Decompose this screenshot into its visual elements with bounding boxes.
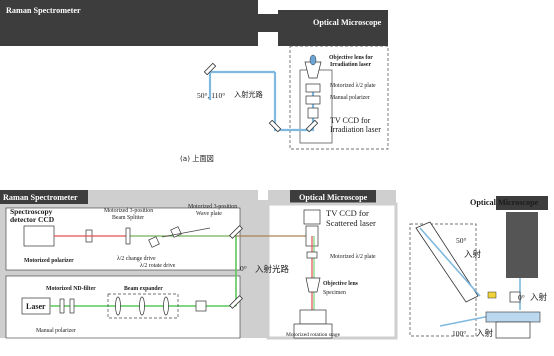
top-angles-label: 50°, 110° <box>197 91 225 100</box>
bottom-nd-filter-label: Motorized ND-filter <box>46 286 96 292</box>
top-objective-label-2: Irradiation laser <box>330 62 371 68</box>
bottom-specimen-label: Specimen <box>323 290 346 296</box>
side-stage <box>486 312 540 322</box>
side-incident-2: 入射 <box>530 292 548 303</box>
bottom-microscope-title: Optical Microscope <box>299 193 368 202</box>
bottom-motorized-polarizer-label: Motorized polarizer <box>24 258 74 264</box>
bottom-spectrometer-title: Raman Spectrometer <box>3 193 78 202</box>
bottom-ccd-label-1: TV CCD for <box>326 208 369 218</box>
bottom-waveplate-label-2: Wave plate <box>196 211 222 217</box>
bottom-incident-label: 入射光路 <box>255 264 290 275</box>
top-halfwave-label: Motorized λ/2 plate <box>330 83 376 89</box>
top-objective-tip <box>310 55 316 65</box>
bottom-polarizer-part <box>70 299 74 313</box>
bottom-objective-label: Objective lens <box>323 281 359 287</box>
top-optical-microscope-box <box>278 10 388 46</box>
bottom-ccd-label-2: Scattered laser <box>326 218 376 228</box>
top-halfwave-plate <box>306 84 320 92</box>
bottom-change-drive-label: λ/2 change drive <box>117 256 156 262</box>
side-stage-base <box>496 322 530 338</box>
bottom-laser-label: Laser <box>26 302 46 311</box>
top-spectrometer-title: Raman Spectrometer <box>6 6 81 15</box>
bottom-pinhole <box>196 301 206 311</box>
bottom-expander-lens-2 <box>140 297 145 315</box>
bottom-manual-polarizer-label: Manual polarizer <box>36 328 76 334</box>
bottom-expander-lens-3 <box>164 297 169 315</box>
bottom-nd-filter-part <box>60 299 64 313</box>
side-fifty-deg: 50° <box>456 236 467 245</box>
bottom-waveplate-label-1: Motorized 3-position <box>188 204 237 210</box>
top-ccd-box <box>308 108 318 118</box>
top-lens-housing <box>300 70 332 143</box>
side-microscope-title: Optical Microscope <box>470 198 539 207</box>
top-objective-label-1: Objective lens for <box>329 55 373 61</box>
top-polarizer-label: Manual polarizer <box>330 95 370 101</box>
side-zero-deg: 0° <box>518 293 525 302</box>
bottom-halfwave-label: Motorized λ/2 plate <box>330 254 376 260</box>
top-manual-polarizer <box>306 96 320 104</box>
bottom-expander-lens-1 <box>116 297 121 315</box>
side-50deg-beam <box>420 228 480 296</box>
top-incident-label: 入射光路 <box>234 90 263 99</box>
top-ccd-label-1: TV CCD for <box>330 116 371 125</box>
bottom-detector-label-2: detector CCD <box>10 215 55 224</box>
bottom-rotation-stage-label: Motorized rotation stage <box>286 332 341 338</box>
bottom-rotation-stage-top <box>300 310 326 324</box>
bottom-beam-expander-label: Beam expander <box>124 286 163 292</box>
bottom-tv-ccd-box <box>304 210 320 224</box>
top-microscope-title: Optical Microscope <box>313 18 382 27</box>
side-incident-1: 入射 <box>464 249 482 260</box>
side-highlight-part <box>488 292 496 298</box>
top-caption: (a) 上面図 <box>180 154 214 163</box>
bottom-detector-ccd <box>24 226 54 246</box>
side-microscope-column <box>506 212 538 278</box>
bottom-zero-deg: 0° <box>240 264 247 273</box>
top-ccd-label-2: Irradiation laser <box>330 125 381 134</box>
bottom-beam-splitter <box>126 228 130 244</box>
bottom-rotate-drive-label: λ/2 rotate drive <box>140 263 176 269</box>
top-connector <box>258 14 278 32</box>
side-incident-3: 入射 <box>476 328 494 339</box>
side-hundred-deg: 100° <box>452 329 466 338</box>
bottom-splitter-label-2: Beam Splitter <box>112 215 144 221</box>
bottom-halfwave-part <box>307 252 317 258</box>
bottom-splitter-label-1: Motorized 3-position <box>104 208 153 214</box>
